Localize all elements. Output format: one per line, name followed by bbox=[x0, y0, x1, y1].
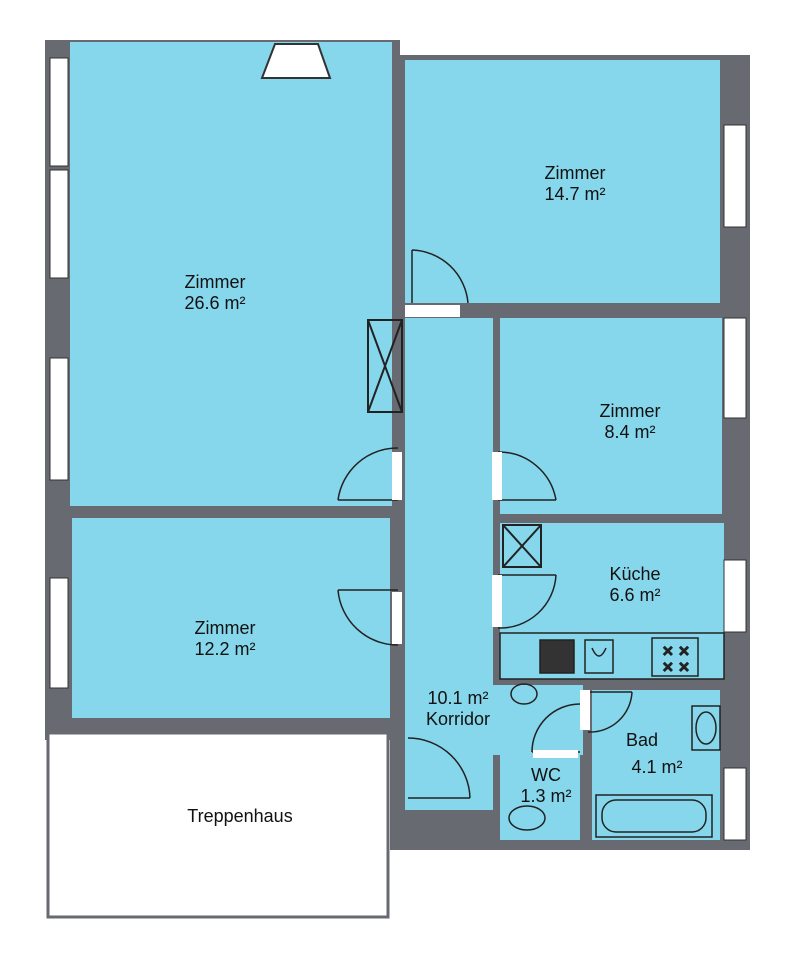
cooktop-icon bbox=[651, 637, 699, 677]
bathtub-icon bbox=[595, 794, 713, 838]
room-label-zimmer-1: Zimmer 26.6 m² bbox=[150, 272, 280, 314]
shafts bbox=[367, 319, 542, 568]
room-label-zimmer-4: Zimmer 12.2 m² bbox=[165, 618, 285, 660]
stairwell-label: Treppenhaus bbox=[130, 806, 350, 827]
room-name: Küche bbox=[609, 564, 661, 584]
room-label-wc: WC 1.3 m² bbox=[506, 765, 586, 807]
door-zimmer-2 bbox=[411, 249, 469, 304]
sink-icon bbox=[584, 639, 614, 674]
room-label-bad: Bad 4.1 m² bbox=[612, 730, 702, 778]
basin-icon bbox=[510, 683, 538, 705]
room-label-korridor: 10.1 m² Korridor bbox=[408, 688, 508, 730]
door-zimmer-4 bbox=[337, 589, 399, 646]
door-kueche bbox=[497, 574, 557, 629]
door-wc bbox=[531, 703, 581, 753]
room-name: Zimmer bbox=[184, 272, 246, 292]
kitchen-counter: ✕ ✕ ✕ ✕ bbox=[499, 632, 725, 680]
bath-fixtures bbox=[508, 683, 721, 838]
room-korridor-ext bbox=[493, 685, 583, 755]
room-area: 26.6 m² bbox=[184, 293, 246, 313]
room-area: 12.2 m² bbox=[194, 639, 256, 659]
door-bad bbox=[587, 691, 633, 733]
room-area: 10.1 m² bbox=[427, 688, 489, 708]
room-area: 1.3 m² bbox=[520, 786, 572, 806]
room-label-kueche: Küche 6.6 m² bbox=[585, 564, 685, 606]
room-bad bbox=[592, 690, 720, 840]
door-entry bbox=[407, 737, 471, 799]
room-area: 6.6 m² bbox=[609, 585, 661, 605]
windows bbox=[49, 57, 747, 841]
oven-icon bbox=[539, 639, 575, 674]
room-name: WC bbox=[531, 765, 561, 785]
room-name: Zimmer bbox=[194, 618, 256, 638]
stairwell-name: Treppenhaus bbox=[187, 806, 293, 826]
stairwell-area bbox=[46, 731, 390, 919]
room-name: Zimmer bbox=[544, 163, 606, 183]
svg-text:✕ ✕: ✕ ✕ bbox=[662, 660, 690, 676]
room-area: 4.1 m² bbox=[631, 757, 683, 777]
room-zimmer-2 bbox=[405, 60, 720, 303]
room-area: 8.4 m² bbox=[604, 422, 656, 442]
room-name: Bad bbox=[626, 730, 659, 750]
room-korridor bbox=[405, 318, 493, 810]
room-label-zimmer-2: Zimmer 14.7 m² bbox=[520, 163, 630, 205]
room-name: Zimmer bbox=[599, 401, 661, 421]
door-openings bbox=[392, 305, 590, 758]
washbasin-icon bbox=[691, 705, 721, 751]
toilet-icon bbox=[508, 805, 546, 831]
room-label-zimmer-3: Zimmer 8.4 m² bbox=[575, 401, 685, 443]
chimney-icon bbox=[260, 43, 332, 79]
room-zimmer-1 bbox=[70, 42, 392, 506]
door-zimmer-1 bbox=[337, 447, 399, 501]
room-area: 14.7 m² bbox=[544, 184, 606, 204]
svg-text:✕ ✕: ✕ ✕ bbox=[662, 644, 690, 660]
room-zimmer-4 bbox=[72, 518, 390, 718]
room-name: Korridor bbox=[425, 709, 491, 729]
room-zimmer-3 bbox=[500, 318, 722, 514]
door-zimmer-3 bbox=[497, 451, 557, 501]
